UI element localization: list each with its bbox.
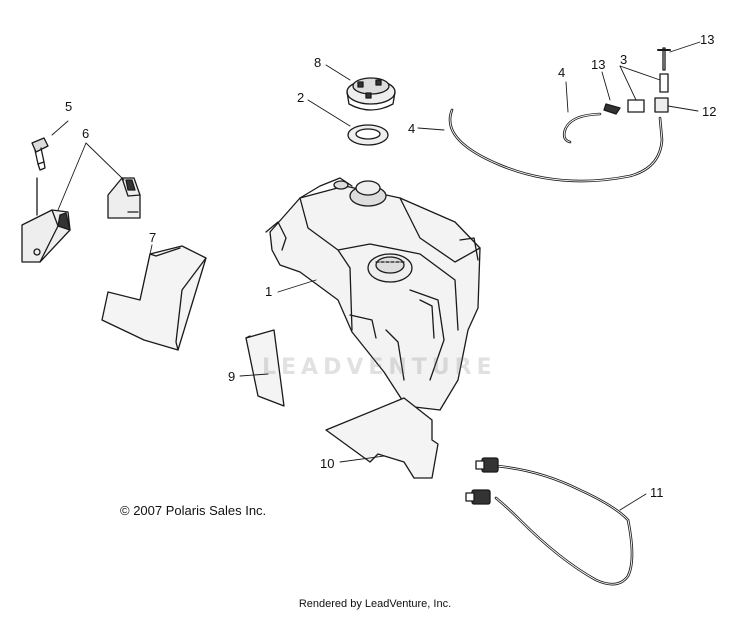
leader-10 xyxy=(339,455,385,463)
callout-4b: 4 xyxy=(558,65,566,80)
harness-part xyxy=(465,457,634,586)
callout-5: 5 xyxy=(65,99,73,114)
leader-2 xyxy=(307,99,351,127)
leader-8 xyxy=(325,64,351,81)
bolt-part xyxy=(31,137,49,216)
callout-1: 1 xyxy=(265,284,273,299)
callout-6: 6 xyxy=(82,126,90,141)
leader-3a xyxy=(619,65,637,101)
leader-6a xyxy=(57,142,87,211)
cap-part xyxy=(346,77,396,111)
leader-3b xyxy=(619,65,661,81)
callout-9: 9 xyxy=(228,369,236,384)
callout-4a: 4 xyxy=(408,121,416,136)
copyright-text: © 2007 Polaris Sales Inc. xyxy=(120,503,267,518)
callout-13a: 13 xyxy=(700,32,715,47)
callout-12: 12 xyxy=(702,104,717,119)
watermark: LEADVENTURE xyxy=(262,355,497,380)
pad-large-part xyxy=(325,397,439,479)
leader-1 xyxy=(277,279,317,293)
callout-2: 2 xyxy=(297,90,305,105)
callout-10: 10 xyxy=(320,456,335,471)
footer-text: Rendered by LeadVenture, Inc. xyxy=(298,598,452,610)
callout-13b: 13 xyxy=(591,57,606,72)
pad-small-part xyxy=(245,329,285,407)
fuel-tank-part xyxy=(265,177,481,411)
leader-12 xyxy=(667,105,699,112)
leader-13a xyxy=(601,71,611,101)
leader-5 xyxy=(51,120,69,136)
leader-13b xyxy=(669,41,701,53)
pad-part xyxy=(101,245,207,351)
bracket-part xyxy=(21,177,141,263)
vent-hose-part xyxy=(448,47,671,183)
leader-11 xyxy=(619,493,647,511)
callout-7: 7 xyxy=(149,230,157,245)
leader-6b xyxy=(85,142,125,181)
callout-11: 11 xyxy=(650,485,664,500)
leader-7 xyxy=(139,244,153,301)
callout-8: 8 xyxy=(314,55,322,70)
leader-lines xyxy=(51,41,701,511)
leader-4a xyxy=(417,127,445,131)
leader-4b xyxy=(565,81,569,113)
callout-3: 3 xyxy=(620,52,628,67)
leader-9 xyxy=(239,373,269,377)
gasket-part xyxy=(347,124,389,146)
